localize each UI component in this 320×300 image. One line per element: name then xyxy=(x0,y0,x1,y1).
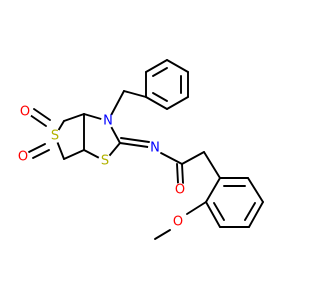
atom-label: O xyxy=(173,215,183,230)
bond-lines xyxy=(28,59,264,240)
atom-n3: N xyxy=(101,114,115,129)
atom-label: O xyxy=(18,150,28,165)
atom-o-carbonyl: O xyxy=(173,183,187,198)
atom-o-methoxy: O xyxy=(171,215,185,230)
atom-label: N xyxy=(150,141,160,156)
atom-n-imine: N xyxy=(148,141,162,156)
atom-label: O xyxy=(20,105,30,120)
atom-o-sulfone-1: O xyxy=(18,105,32,120)
chemical-structure: N N S S O O O O xyxy=(16,59,264,240)
atom-s-ring: S xyxy=(98,154,112,169)
atom-label: O xyxy=(175,183,185,198)
atom-o-sulfone-2: O xyxy=(16,150,30,165)
atom-label: S xyxy=(51,129,59,144)
atom-labels: N N S S O O O O xyxy=(16,105,187,230)
atom-s-sulfone: S xyxy=(48,129,62,144)
atom-label: S xyxy=(101,154,109,169)
atom-label: N xyxy=(103,114,113,129)
